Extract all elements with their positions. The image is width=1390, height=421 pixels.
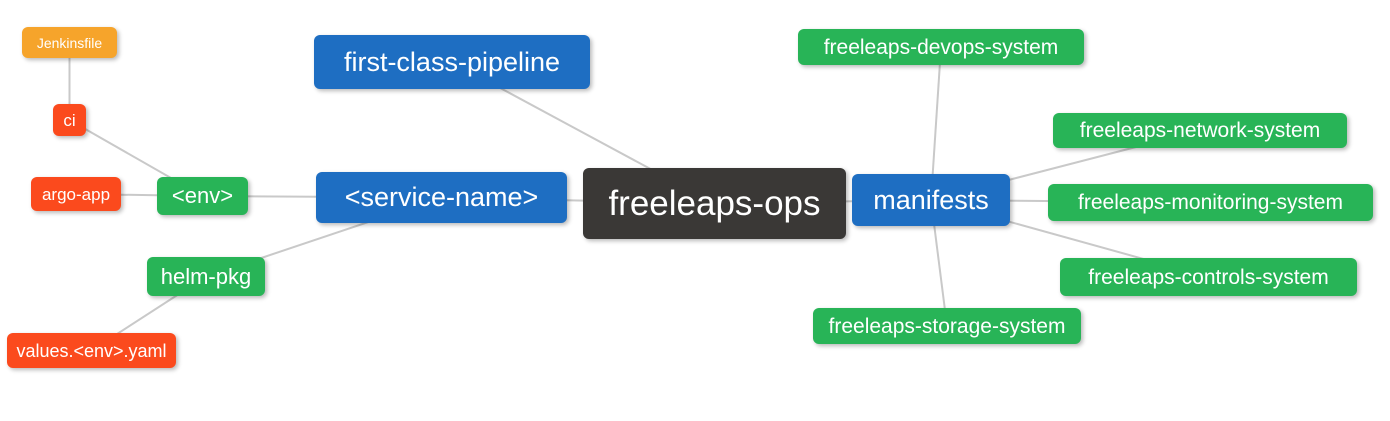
node-devops-system[interactable]: freeleaps-devops-system — [798, 29, 1084, 65]
node-manifests[interactable]: manifests — [852, 174, 1010, 226]
node-monitoring-system[interactable]: freeleaps-monitoring-system — [1048, 184, 1373, 221]
node-storage-system[interactable]: freeleaps-storage-system — [813, 308, 1081, 344]
node-ci[interactable]: ci — [53, 104, 86, 136]
node-network-system[interactable]: freeleaps-network-system — [1053, 113, 1347, 148]
node-freeleaps-ops-root[interactable]: freeleaps-ops — [583, 168, 846, 239]
node-argo-app[interactable]: argo-app — [31, 177, 121, 211]
node-first-class-pipeline[interactable]: first-class-pipeline — [314, 35, 590, 89]
node-jenkinsfile[interactable]: Jenkinsfile — [22, 27, 117, 58]
node-env[interactable]: <env> — [157, 177, 248, 215]
node-controls-system[interactable]: freeleaps-controls-system — [1060, 258, 1357, 296]
node-helm-pkg[interactable]: helm-pkg — [147, 257, 265, 296]
node-service-name[interactable]: <service-name> — [316, 172, 567, 223]
node-values-env-yaml[interactable]: values.<env>.yaml — [7, 333, 176, 368]
